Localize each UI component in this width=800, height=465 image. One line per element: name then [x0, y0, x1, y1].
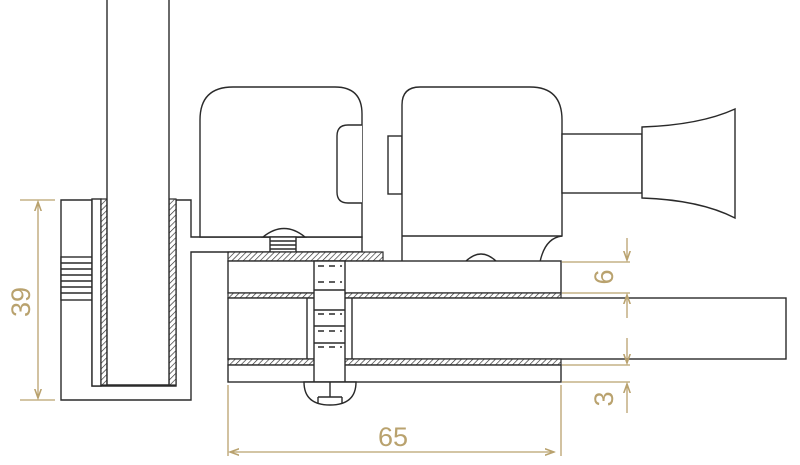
horizontal-glass-panel: [227, 297, 787, 360]
dimension-label-6: 6: [589, 269, 619, 284]
dimension-65: 65: [227, 385, 562, 456]
handle: [561, 107, 736, 220]
dimension-label-3: 3: [589, 391, 619, 406]
screw-head: [261, 227, 307, 238]
dimension-39: 39: [6, 199, 55, 401]
through-bolt: [303, 260, 357, 406]
dimension-label-39: 39: [6, 287, 36, 317]
left-clamp-block: [199, 86, 363, 253]
threaded-knob: [60, 256, 93, 301]
dimension-label-65: 65: [378, 422, 408, 452]
right-clamp-block: [387, 86, 736, 293]
clamp-plates: [227, 260, 787, 383]
vertical-glass-panel: [91, 0, 177, 387]
dimension-3: 3: [562, 338, 630, 413]
dimension-6: 6: [562, 238, 630, 318]
